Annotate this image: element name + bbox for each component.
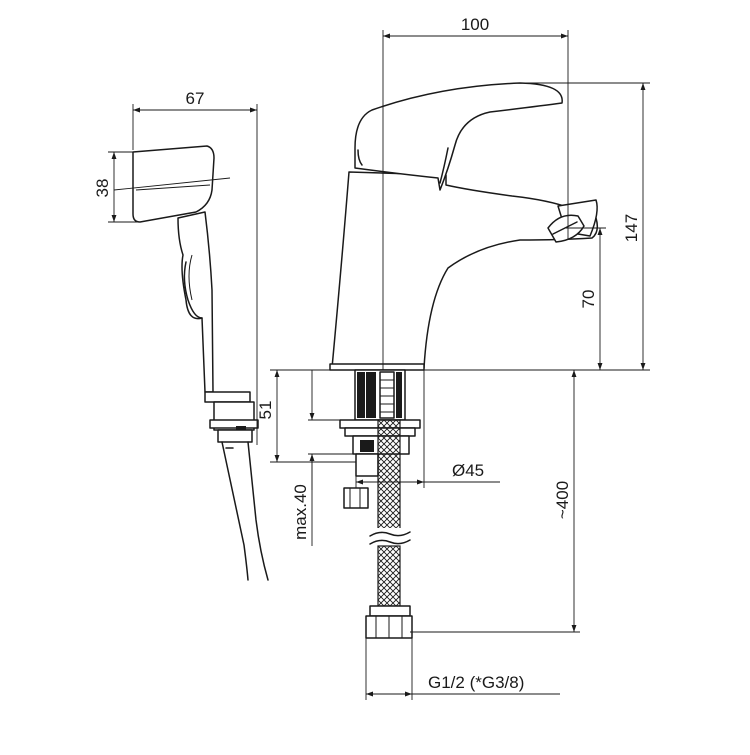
dim-shower-head-height: 38 bbox=[93, 179, 112, 198]
shower-handle bbox=[177, 211, 214, 393]
shower-collar bbox=[204, 391, 251, 403]
hand-shower bbox=[132, 145, 269, 581]
supply-hose bbox=[377, 419, 401, 531]
dim-body-height: 147 bbox=[622, 214, 641, 242]
dim-mount-height: 51 bbox=[256, 401, 275, 420]
faucet-body bbox=[331, 171, 599, 369]
dim-spout-height: 70 bbox=[579, 290, 598, 309]
dim-mount-diameter: Ø45 bbox=[452, 461, 484, 480]
dim-shower-width: 67 bbox=[186, 89, 205, 108]
dim-max-deck: max.40 bbox=[291, 484, 310, 540]
dim-body-width: 100 bbox=[461, 15, 489, 34]
mount-nut bbox=[343, 487, 369, 509]
shower-hose bbox=[221, 441, 249, 581]
dimension-labels: 100 147 70 ~400 Ø45 51 max.40 G1/2 (*G3/… bbox=[93, 15, 641, 692]
faucet-lever bbox=[354, 82, 563, 191]
dimension-lines bbox=[108, 30, 650, 700]
faucet bbox=[329, 82, 599, 371]
mounting-assembly bbox=[339, 369, 421, 639]
dim-connection-thread: G1/2 (*G3/8) bbox=[428, 673, 524, 692]
dim-hose-length: ~400 bbox=[553, 481, 572, 519]
